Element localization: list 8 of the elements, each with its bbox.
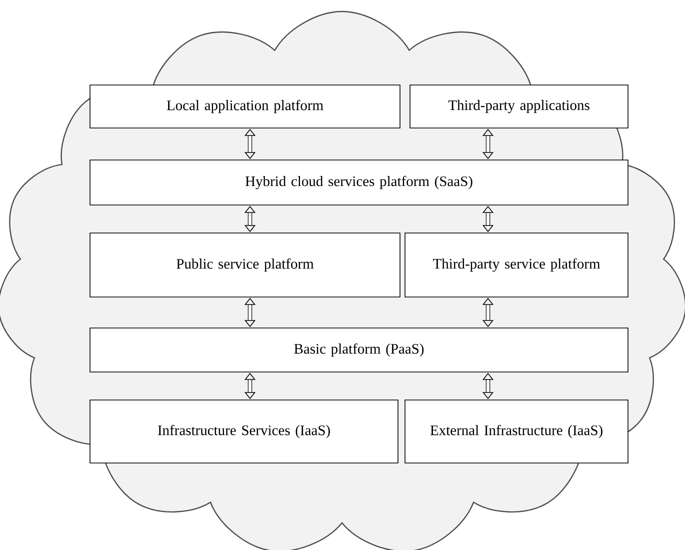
platform-box: Third-party applications <box>410 84 628 128</box>
platform-box: Infrastructure Services (IaaS) <box>90 400 398 464</box>
platform-box: Third-party service platform <box>404 232 628 298</box>
platform-box: Local application platform <box>90 84 400 128</box>
platform-box: Hybrid cloud services platform (SaaS) <box>90 160 628 206</box>
platform-box: External Infrastructure (IaaS) <box>404 400 628 464</box>
platform-box: Public service platform <box>90 232 400 298</box>
platform-box: Basic platform (PaaS) <box>90 328 628 372</box>
